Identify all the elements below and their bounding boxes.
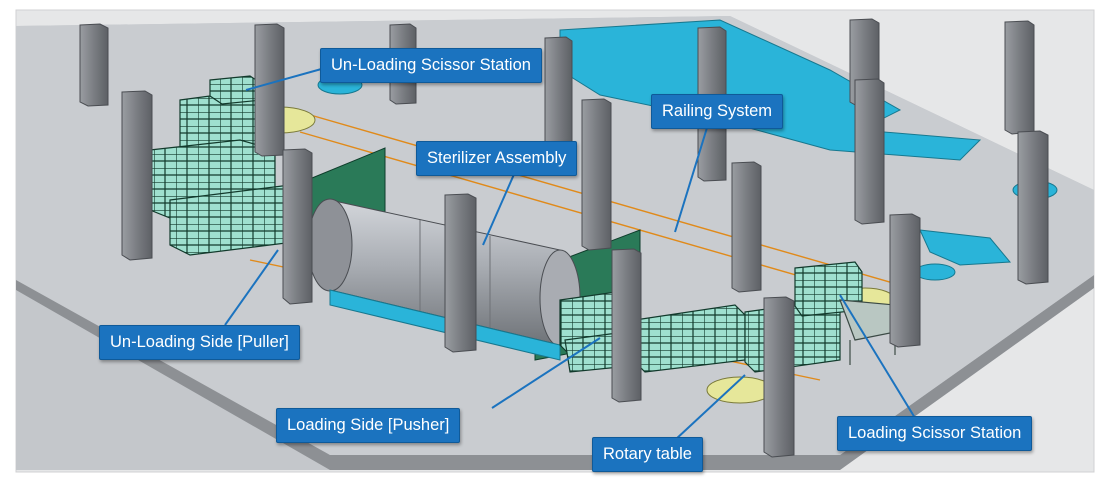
callout-loading-side: Loading Side [Pusher] <box>276 408 461 443</box>
callout-sterilizer-assembly: Sterilizer Assembly <box>416 141 578 176</box>
callout-rotary-table: Rotary table <box>592 437 703 472</box>
callout-railing-system: Railing System <box>651 94 784 129</box>
callout-loading-scissor-station: Loading Scissor Station <box>837 416 1033 451</box>
callout-leaders <box>224 67 916 441</box>
structural-columns <box>79 18 1049 458</box>
callout-unloading-scissor-station: Un-Loading Scissor Station <box>320 48 542 83</box>
callout-unloading-side: Un-Loading Side [Puller] <box>99 325 300 360</box>
